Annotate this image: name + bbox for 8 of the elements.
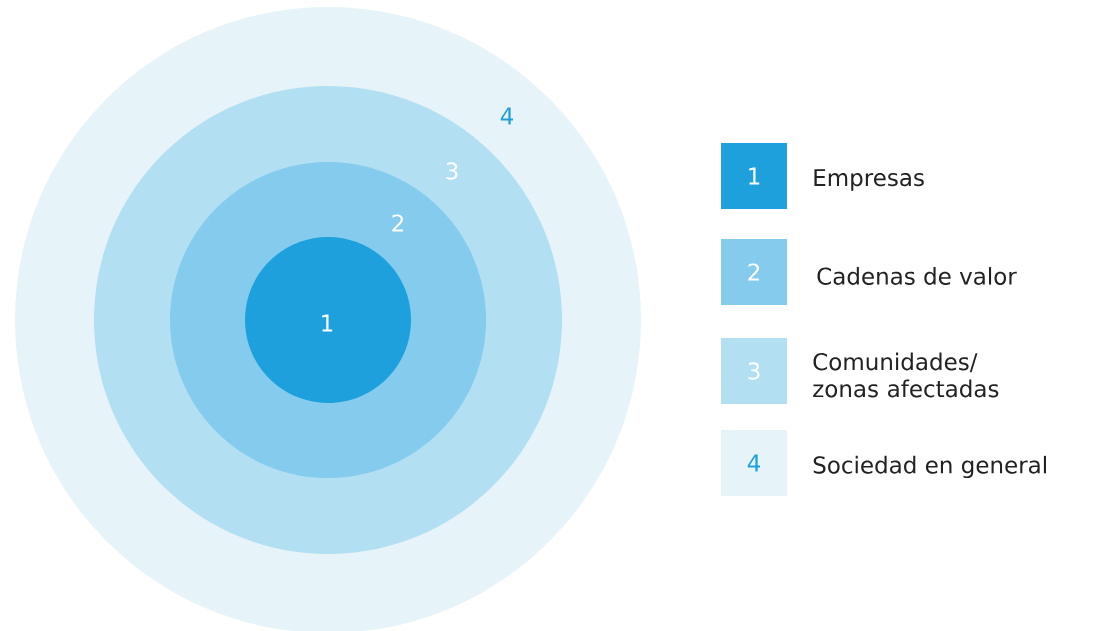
node-label: Sociedad en general — [813, 455, 1046, 479]
ring-number: 2 — [392, 214, 404, 232]
node-label: Comunidades/ zonas afectadas — [813, 352, 999, 398]
node-label: Empresas — [814, 169, 924, 191]
node-label: Cadenas de valor — [817, 267, 1017, 285]
ring-number: 3 — [446, 162, 458, 180]
ring-number: 4 — [500, 107, 514, 125]
ring-number: 1 — [322, 314, 333, 332]
